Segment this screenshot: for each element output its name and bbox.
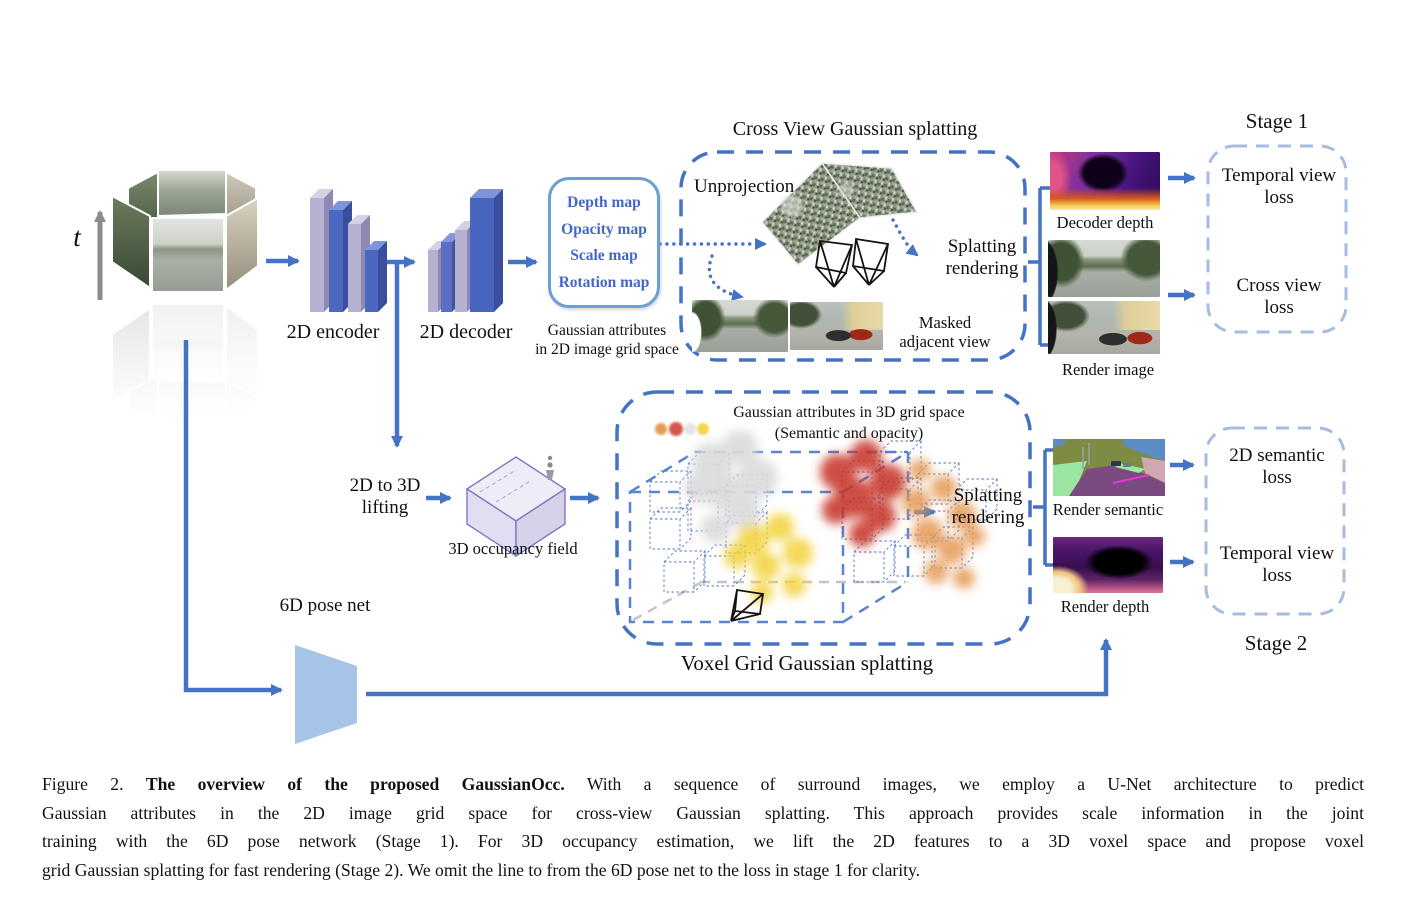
render-depth-label: Render depth bbox=[1060, 597, 1150, 616]
caption-figure-number: Figure 2. bbox=[42, 774, 124, 794]
output-brackets bbox=[1028, 186, 1057, 567]
stage1-title: Stage 1 bbox=[1245, 109, 1309, 133]
stage1-loss-box bbox=[1206, 144, 1348, 334]
lifting-label: 2D to 3D lifting bbox=[349, 475, 421, 519]
caption-line-1-rest: With a sequence of surround images, we e… bbox=[586, 774, 1364, 794]
encoder-blocks bbox=[310, 189, 387, 312]
stage2-temporal-loss: Temporal view loss bbox=[1219, 543, 1335, 587]
stage1-cross-loss: Cross view loss bbox=[1236, 275, 1322, 319]
voxel-attributes-title: Gaussian attributes in 3D grid space (Se… bbox=[733, 404, 965, 442]
stage2-loss-box bbox=[1204, 426, 1346, 616]
attr-rotation-map: Rotation map bbox=[558, 273, 650, 291]
unprojection-pointcloud-panels bbox=[760, 161, 919, 267]
occupancy-field-cube bbox=[465, 455, 567, 558]
caption-bold-title: The overview of the proposed GaussianOcc… bbox=[145, 774, 565, 794]
dotted-attribute-arrows bbox=[658, 218, 919, 301]
occupancy-field-label: 3D occupancy field bbox=[448, 539, 578, 558]
splatting-rendering-label-1: Splatting rendering bbox=[945, 236, 1019, 280]
caption-line-3: training with the 6D pose network (Stage… bbox=[42, 831, 1364, 852]
decoder-blocks bbox=[428, 189, 503, 312]
figure-caption: Figure 2. The overview of the proposed G… bbox=[42, 770, 1364, 884]
decoder-depth-label: Decoder depth bbox=[1056, 213, 1154, 232]
attr-scale-map: Scale map bbox=[570, 247, 638, 264]
voxel-box-label: Voxel Grid Gaussian splatting bbox=[680, 651, 934, 675]
render-semantic-image bbox=[1053, 439, 1165, 496]
stage1-temporal-loss: Temporal view loss bbox=[1221, 165, 1337, 209]
attr-opacity-map: Opacity map bbox=[561, 220, 647, 238]
semantic-segmentation-art bbox=[1053, 439, 1165, 496]
camera-frustums bbox=[814, 237, 890, 288]
render-semantic-label: Render semantic bbox=[1052, 500, 1164, 519]
gaussian-legend-blobs bbox=[655, 422, 709, 436]
pose-net-trapezoid bbox=[295, 645, 357, 744]
cross-view-title: Cross View Gaussian splatting bbox=[732, 118, 978, 140]
attribute-box-caption: Gaussian attributes in 2D image grid spa… bbox=[535, 322, 679, 359]
render-image-parking bbox=[1048, 301, 1160, 354]
splatting-rendering-label-2: Splatting rendering bbox=[951, 485, 1025, 529]
decoder-depth-image bbox=[1050, 152, 1160, 210]
gaussian-attribute-box: Depth map Opacity map Scale map Rotation… bbox=[548, 177, 660, 308]
gaussian-clusters bbox=[684, 430, 985, 603]
masked-adjacent-label: Masked adjacent view bbox=[899, 313, 991, 352]
masked-adjacent-view-image-right bbox=[790, 302, 883, 350]
voxel-camera-frustum bbox=[730, 588, 765, 622]
time-axis-label: t bbox=[73, 222, 81, 252]
decoder-label: 2D decoder bbox=[419, 321, 513, 343]
stage2-title: Stage 2 bbox=[1244, 631, 1308, 655]
render-depth-image bbox=[1053, 537, 1163, 593]
stage2-semantic-loss: 2D semantic loss bbox=[1229, 445, 1325, 489]
attr-depth-map: Depth map bbox=[567, 194, 641, 211]
architecture-diagram-canvas bbox=[94, 144, 1348, 744]
render-image-label: Render image bbox=[1061, 360, 1155, 379]
masked-adjacent-view-image-left bbox=[692, 300, 788, 352]
unprojection-label: Unprojection bbox=[694, 176, 795, 197]
caption-line-1: Figure 2. The overview of the proposed G… bbox=[42, 770, 1364, 799]
pose-net-label: 6D pose net bbox=[279, 595, 371, 616]
voxel-grid-box bbox=[615, 390, 1032, 646]
encoder-label: 2D encoder bbox=[286, 321, 380, 343]
caption-line-4: grid Gaussian splatting for fast renderi… bbox=[42, 859, 921, 880]
caption-line-2: Gaussian attributes in the 2D image grid… bbox=[42, 802, 1364, 823]
render-image-road bbox=[1048, 240, 1160, 297]
